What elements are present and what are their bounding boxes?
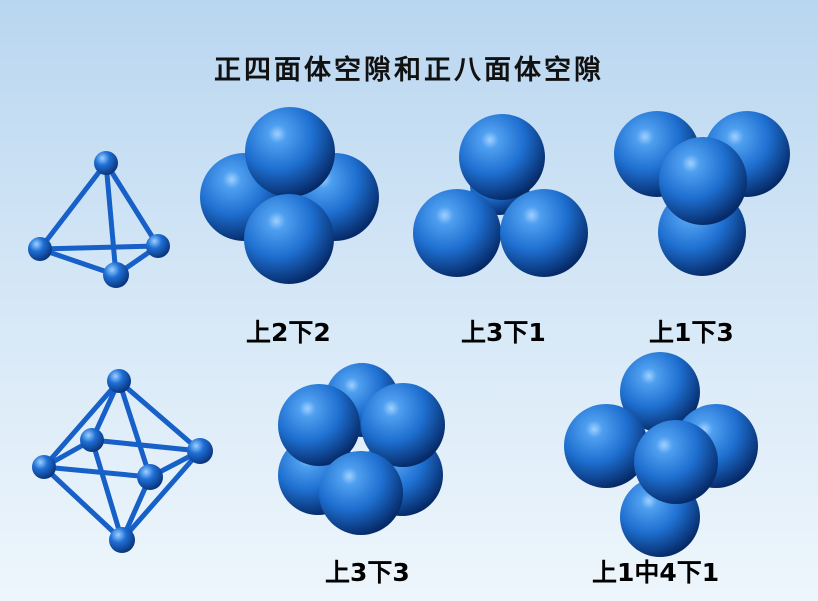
sphere-group-3-3 [278,363,445,535]
node [146,234,170,258]
label-1-4-1: 上1中4下1 [592,558,720,587]
sphere [319,451,403,535]
sphere [413,189,501,277]
sphere [500,189,588,277]
node [109,527,135,553]
label-1-3: 上1下3 [649,318,734,347]
node [187,438,213,464]
label-2-2: 上2下2 [246,318,331,347]
node [80,428,104,452]
sphere-group-1-4-1 [564,352,758,557]
label-3-3: 上3下3 [325,558,410,587]
sphere [278,384,360,466]
sphere-group-1-3 [614,111,790,276]
node [107,369,131,393]
tetrahedron-rods [37,160,161,278]
node [94,151,118,175]
sphere [459,114,545,200]
octahedron-skeleton [32,369,213,553]
sphere [244,194,334,284]
node [28,237,52,261]
node [103,262,129,288]
sphere [620,352,700,432]
label-3-1: 上3下1 [461,318,546,347]
sphere [659,137,747,225]
node [32,455,56,479]
sphere [634,420,718,504]
sphere [361,383,445,467]
sphere [564,404,648,488]
sphere [245,107,335,197]
node [137,464,163,490]
sphere-group-3-1 [413,114,588,277]
octahedron-rods [41,378,203,543]
tetrahedron-skeleton [28,151,170,288]
page-title: 正四面体空隙和正八面体空隙 [214,55,604,86]
sphere-group-2-2 [200,107,379,284]
